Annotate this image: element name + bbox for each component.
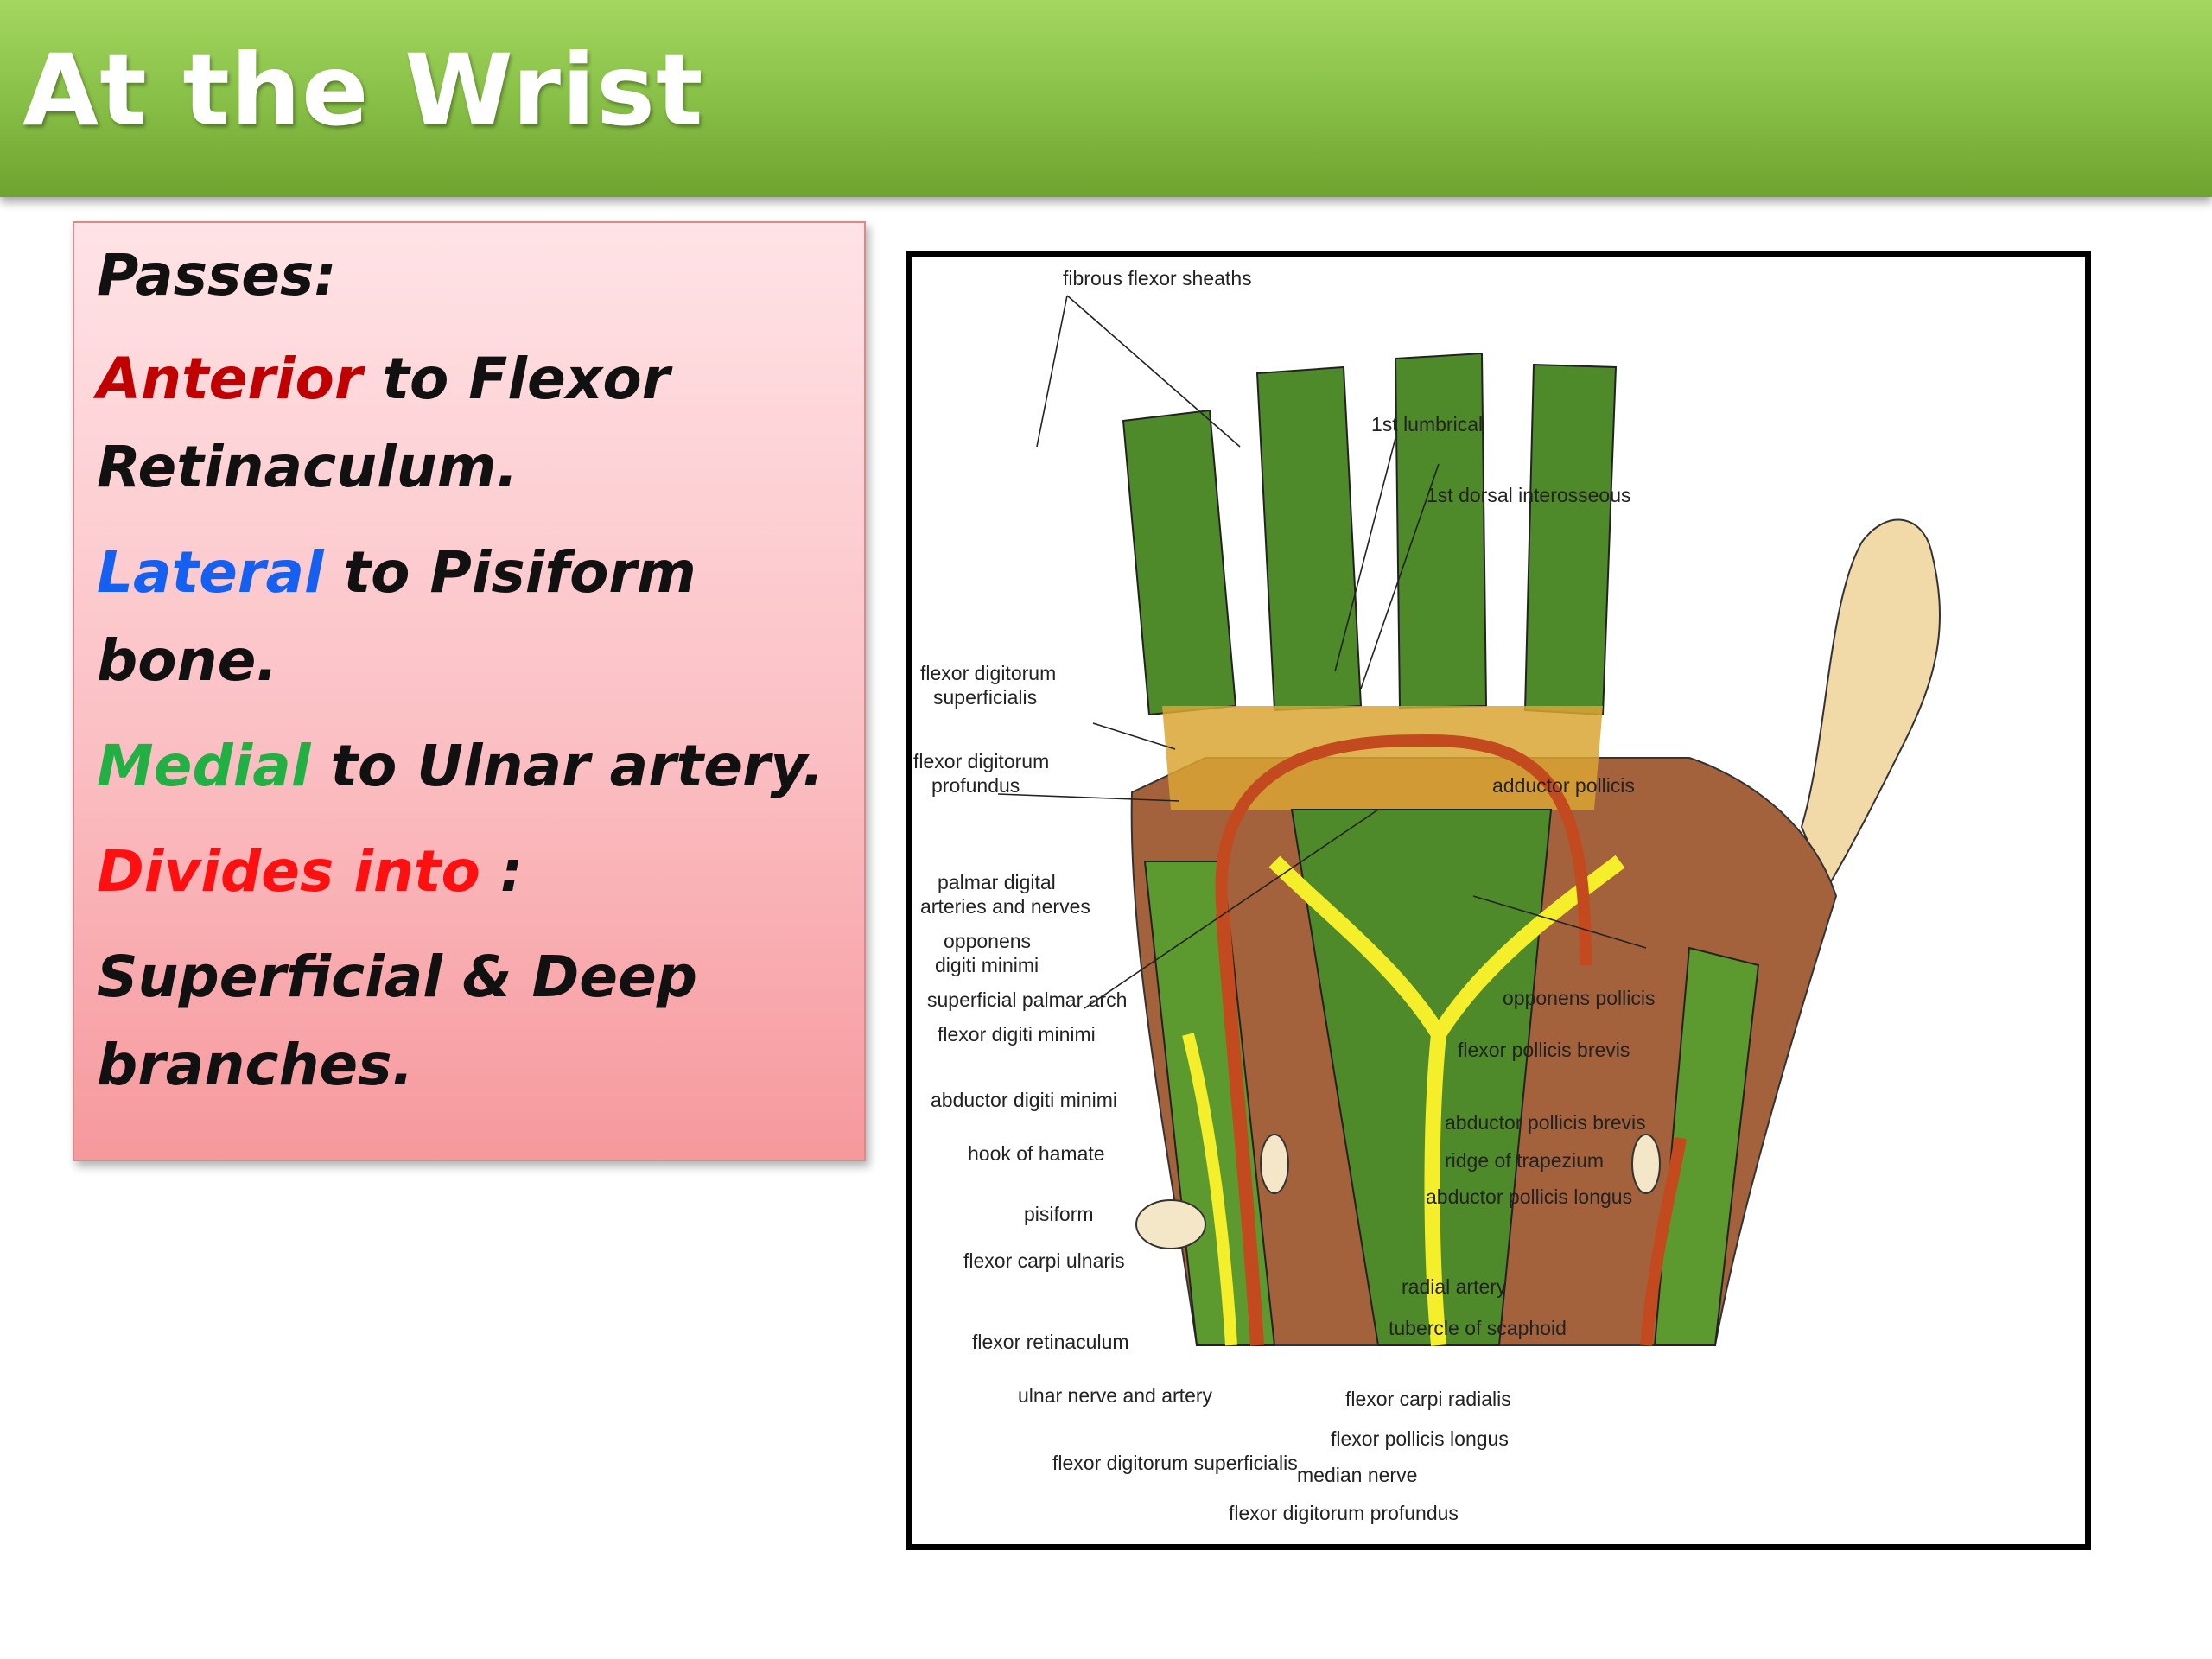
label-fdp-2: profundus — [931, 774, 1020, 797]
label-abductor-pollicis-brevis: abductor pollicis brevis — [1445, 1111, 1646, 1134]
medial-word: Medial — [97, 733, 311, 799]
lateral-rest: to Pisiform — [323, 539, 696, 606]
label-first-dorsal-interosseous: 1st dorsal interosseous — [1427, 484, 1631, 506]
divides-word: Divides into — [97, 838, 480, 905]
anterior-rest: to Flexor — [362, 346, 671, 412]
label-fdp-1: flexor digitorum — [913, 750, 1049, 772]
radial-artery — [1640, 1136, 1687, 1346]
finger-sheath-little — [1122, 409, 1237, 716]
label-fdp-bottom: flexor digitorum profundus — [1229, 1502, 1459, 1524]
tendon-zone — [1162, 706, 1603, 810]
finger-sheath-ring — [1255, 365, 1363, 712]
info-box: Passes: Anterior to Flexor Retinaculum. … — [73, 221, 866, 1161]
label-fds-bottom: flexor digitorum superficialis — [1052, 1452, 1298, 1474]
thumb-shape — [1800, 518, 1941, 890]
label-abductor-pollicis-longus: abductor pollicis longus — [1426, 1185, 1632, 1208]
ulnar-artery — [1216, 912, 1264, 1346]
median-nerve — [1268, 855, 1625, 1346]
hook-of-hamate-bone — [1260, 1134, 1289, 1194]
label-fibrous-flexor-sheaths: fibrous flexor sheaths — [1063, 267, 1252, 289]
leader-lines — [997, 295, 1647, 1009]
divides-line: Divides into : — [97, 838, 523, 905]
label-superficial-palmar-arch: superficial palmar arch — [927, 988, 1127, 1011]
lateral-line: Lateral to Pisiform — [97, 539, 696, 606]
finger-sheath-middle — [1394, 352, 1488, 709]
label-flexor-carpi-ulnaris: flexor carpi ulnaris — [963, 1249, 1125, 1272]
label-opponens-dm-2: digiti minimi — [935, 954, 1039, 976]
branches-line-2: branches. — [97, 1032, 414, 1098]
label-ridge-of-trapezium: ridge of trapezium — [1445, 1149, 1604, 1172]
branches-line-1: Superficial & Deep — [97, 944, 697, 1010]
anatomy-figure: fibrous flexor sheaths 1st lumbrical 1st… — [906, 251, 2091, 1550]
label-median-nerve: median nerve — [1297, 1464, 1417, 1486]
ulnar-nerve — [1182, 1033, 1237, 1346]
anterior-word: Anterior — [97, 346, 363, 412]
hand-illustration: fibrous flexor sheaths 1st lumbrical 1st… — [913, 267, 1941, 1524]
label-flexor-retinaculum: flexor retinaculum — [972, 1331, 1129, 1353]
label-flexor-pollicis-longus: flexor pollicis longus — [1331, 1427, 1509, 1450]
medial-rest: to Ulnar artery. — [310, 733, 824, 799]
slide-title: At the Wrist — [22, 33, 704, 148]
label-flexor-digiti-minimi: flexor digiti minimi — [938, 1023, 1096, 1046]
label-fds-1: flexor digitorum — [920, 662, 1056, 684]
label-flexor-carpi-radialis: flexor carpi radialis — [1345, 1388, 1511, 1410]
label-palmar-digital-1: palmar digital — [938, 871, 1056, 893]
medial-line: Medial to Ulnar artery. — [97, 733, 824, 799]
finger-sheath-index — [1523, 363, 1618, 716]
anterior-line: Anterior to Flexor — [97, 346, 670, 412]
label-opponens-dm-1: opponens — [944, 930, 1031, 952]
label-abductor-digiti-minimi: abductor digiti minimi — [931, 1089, 1117, 1111]
pisiform-bone — [1135, 1199, 1206, 1249]
label-flexor-pollicis-brevis: flexor pollicis brevis — [1458, 1039, 1630, 1061]
divides-colon: : — [480, 838, 524, 905]
label-hook-of-hamate: hook of hamate — [968, 1142, 1105, 1165]
anterior-cont: Retinaculum. — [97, 434, 518, 500]
label-tubercle-of-scaphoid: tubercle of scaphoid — [1389, 1317, 1567, 1339]
label-ulnar-nerve-and-artery: ulnar nerve and artery — [1018, 1384, 1213, 1407]
title-bar: At the Wrist — [0, 0, 2212, 197]
label-fds-2: superficialis — [933, 686, 1037, 709]
label-adductor-pollicis: adductor pollicis — [1492, 774, 1635, 797]
lateral-cont: bone. — [97, 627, 278, 694]
label-radial-artery: radial artery — [1402, 1275, 1507, 1298]
passes-heading: Passes: — [97, 242, 337, 308]
lateral-word: Lateral — [97, 539, 324, 606]
label-palmar-digital-2: arteries and nerves — [920, 895, 1090, 918]
label-opponens-pollicis: opponens pollicis — [1503, 987, 1655, 1009]
label-first-lumbrical: 1st lumbrical — [1371, 413, 1483, 435]
label-pisiform: pisiform — [1024, 1203, 1094, 1225]
trapezium-ridge — [1631, 1134, 1661, 1194]
superficial-palmar-arch — [1215, 734, 1592, 966]
